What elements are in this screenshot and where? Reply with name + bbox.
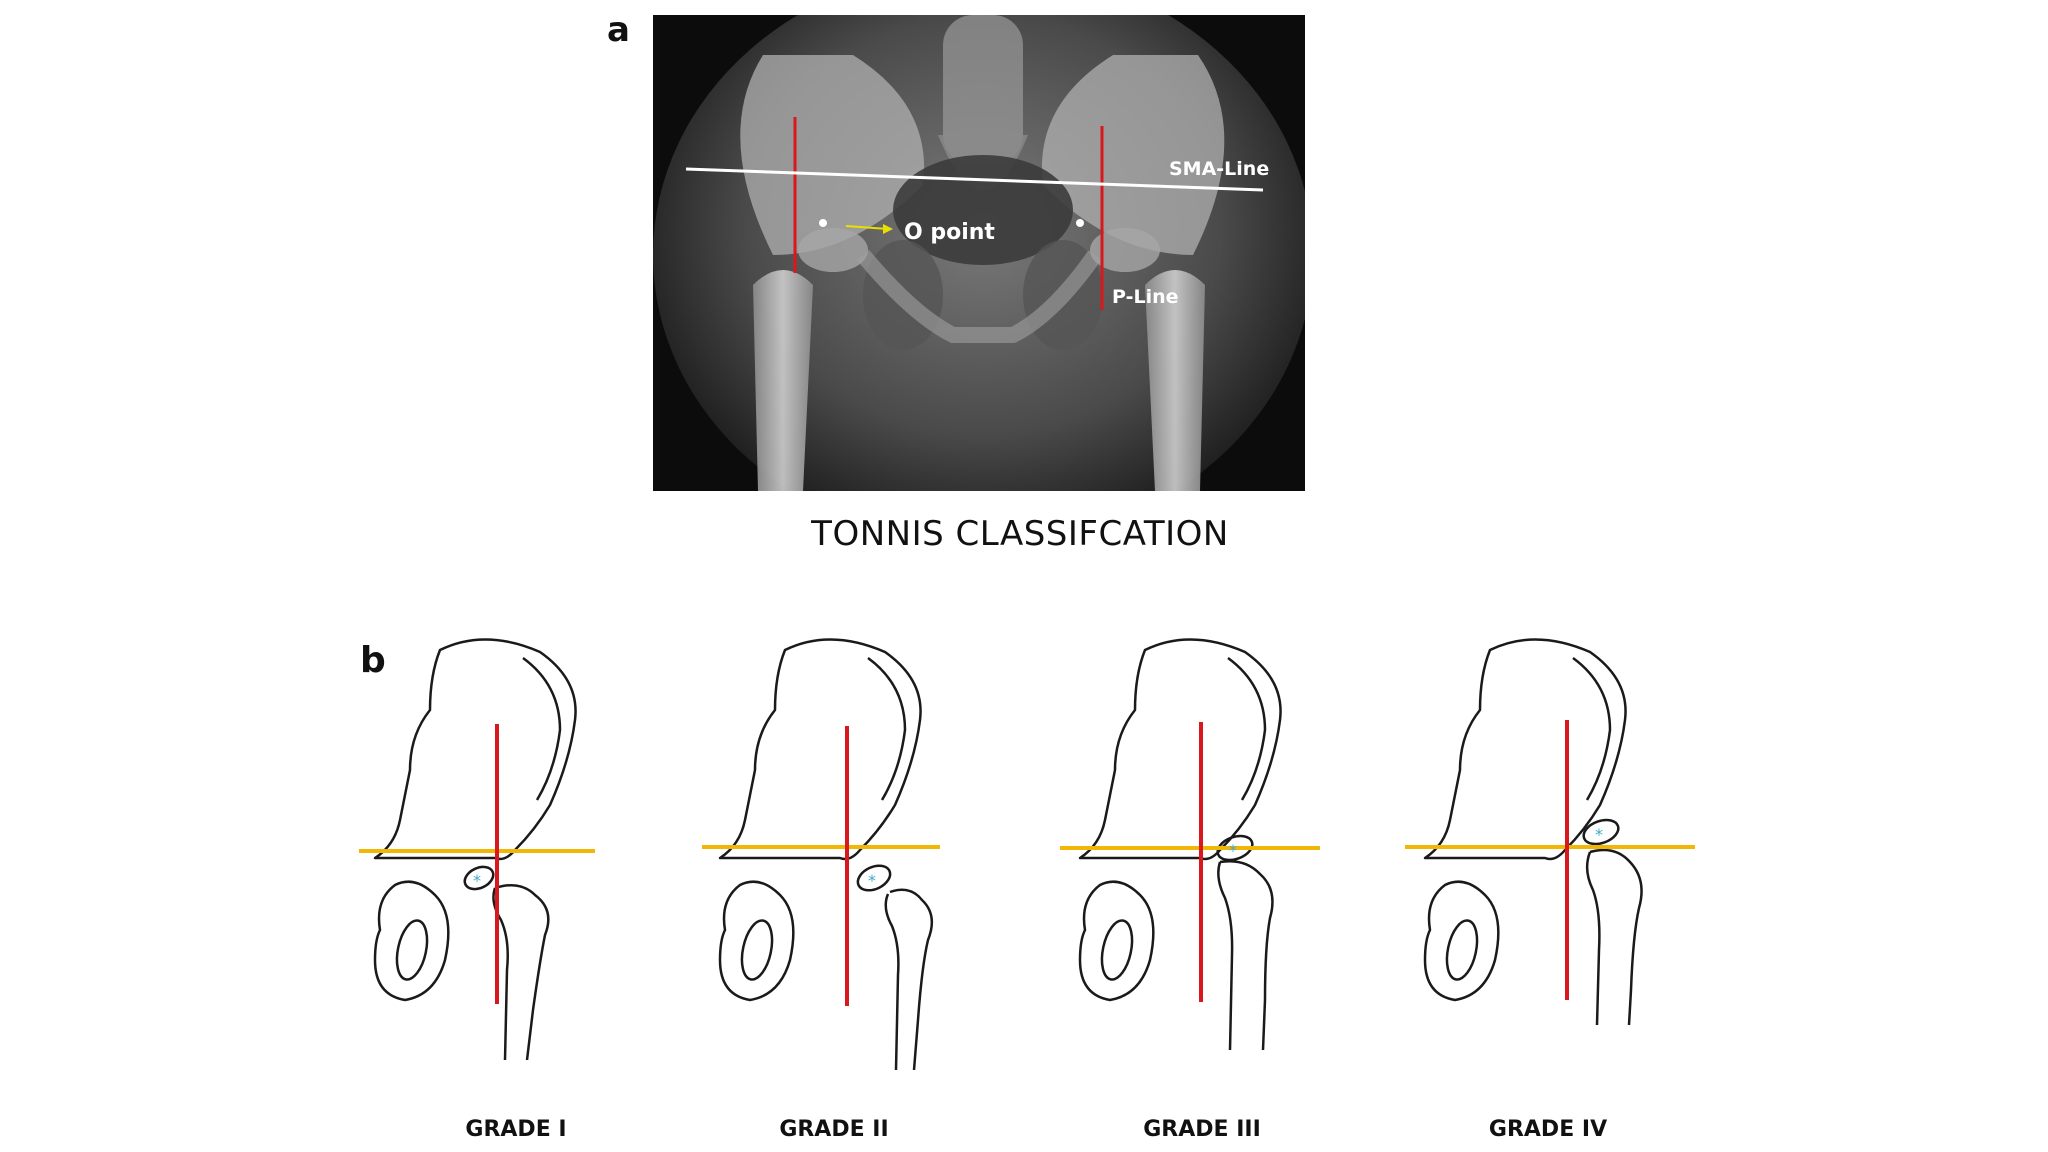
grade-4-label: GRADE IV xyxy=(1488,1117,1608,1142)
grade-1-diagram: * xyxy=(359,638,595,1061)
sma-line xyxy=(685,167,1264,192)
landmark-dot-left xyxy=(819,219,827,227)
grade-4-diagram: * xyxy=(1405,638,1695,1026)
femoral-nucleus-marker: * xyxy=(1229,841,1237,860)
grade-2-diagram: * xyxy=(702,638,940,1070)
panel-a-letter: a xyxy=(607,10,630,50)
hip-outline xyxy=(1423,638,1643,1026)
figure-title: TONNIS CLASSIFCATION xyxy=(811,514,1229,554)
panel-b-letter: b xyxy=(360,640,386,681)
grade-2-label: GRADE II xyxy=(779,1117,889,1142)
femoral-nucleus-marker: * xyxy=(473,871,481,890)
o-point-label: O point xyxy=(904,220,995,245)
hip-outline xyxy=(373,638,577,1061)
p-line-label: P-Line xyxy=(1112,286,1179,308)
grade-3-label: GRADE III xyxy=(1143,1117,1261,1142)
femoral-nucleus-marker: * xyxy=(1595,825,1603,844)
sma-line-label: SMA-Line xyxy=(1169,158,1269,180)
o-point-arrow xyxy=(845,225,889,230)
hip-outline xyxy=(1078,638,1282,1051)
pelvis-xray-image: SMA-Line O point P-Line xyxy=(653,15,1305,491)
grade-3-diagram: * xyxy=(1060,638,1320,1051)
o-point-arrowhead xyxy=(883,224,893,234)
hip-outline xyxy=(718,638,934,1070)
grade-1-label: GRADE I xyxy=(465,1117,567,1142)
landmark-dot-right xyxy=(1076,219,1084,227)
femoral-nucleus-marker: * xyxy=(868,871,876,890)
